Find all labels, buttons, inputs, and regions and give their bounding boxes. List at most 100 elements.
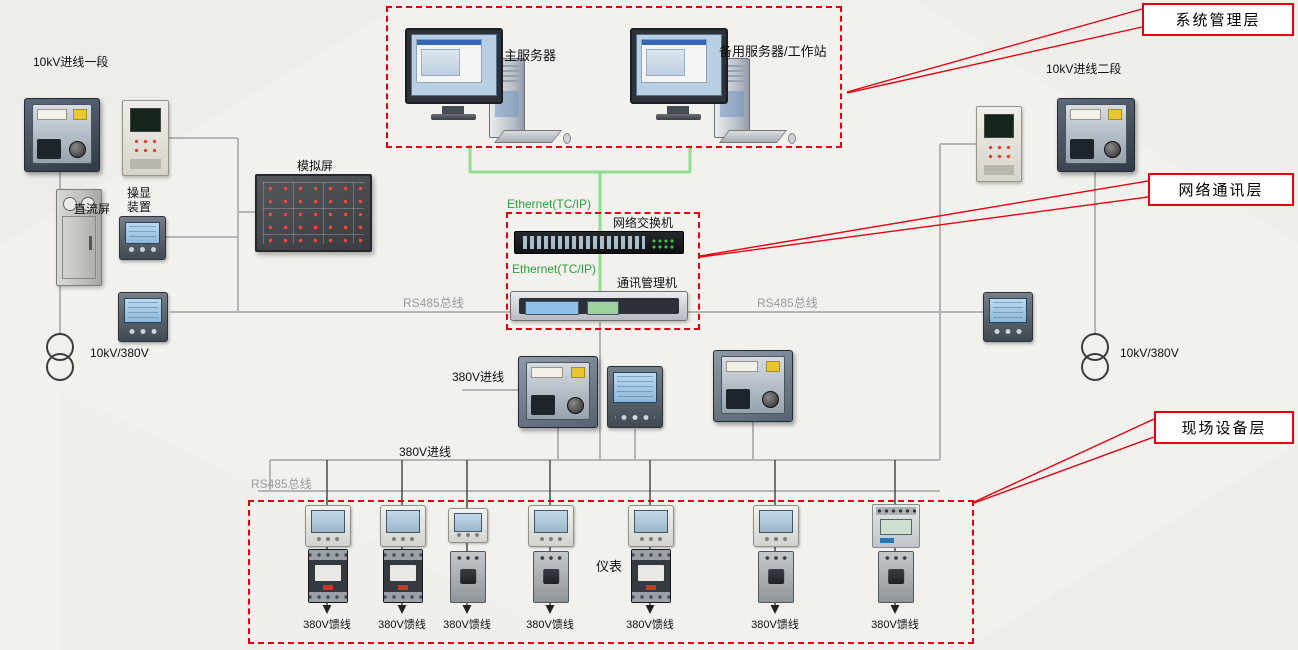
meter-screen	[534, 510, 568, 533]
contactor-icon	[631, 549, 671, 603]
power-meter-icon	[528, 505, 574, 547]
breaker-toggle	[543, 569, 559, 584]
feeder-column-1: 380V馈线	[299, 503, 355, 635]
breaker-knob	[762, 391, 779, 408]
meter-screen	[124, 298, 162, 324]
feeder-column-6: 380V馈线	[747, 503, 803, 635]
power-meter-center-icon	[607, 366, 663, 428]
meter-screen	[634, 510, 668, 533]
breaker-icon	[533, 551, 569, 603]
contactor-plate	[315, 565, 341, 581]
breaker-nameplate	[37, 109, 68, 120]
acb-breaker-lv2-icon	[713, 350, 793, 422]
breaker-rating-tag	[766, 361, 780, 372]
breaker-toggle	[888, 569, 904, 584]
mouse-icon	[563, 133, 571, 144]
cabinet-handle	[89, 235, 92, 250]
power-meter-right-icon	[983, 292, 1033, 342]
keyboard-icon	[493, 130, 563, 143]
meters-label: 仪表	[596, 559, 623, 574]
relay-leds	[986, 143, 1012, 163]
meter-buttons	[991, 328, 1025, 335]
feeder-label: 380V馈线	[378, 619, 426, 631]
breaker-toggle	[768, 569, 784, 584]
acb-breaker-lv1-icon	[518, 356, 598, 428]
rs485-left-label: RS485总线	[403, 296, 464, 310]
feeder-column-7: 380V馈线	[867, 503, 923, 635]
meter-buttons	[312, 536, 344, 542]
breaker-nameplate	[726, 361, 758, 372]
meter-screen	[125, 222, 160, 245]
rs485-right-label: RS485总线	[757, 296, 818, 310]
breaker-icon	[450, 551, 486, 603]
ethernet-lines	[468, 145, 692, 291]
relay-terminal-strip	[984, 165, 1014, 175]
network-switch-label: 网络交换机	[613, 216, 674, 230]
din-meter-icon	[872, 504, 920, 548]
relay-screen	[984, 114, 1014, 138]
transformer-left-label: 10kV/380V	[90, 346, 149, 360]
breaker-window	[531, 395, 555, 415]
keyboard-icon	[718, 130, 788, 143]
breaker-rating-tag	[73, 109, 87, 120]
meter-terminals	[876, 507, 916, 515]
rs485-bottom-label: RS485总线	[251, 477, 312, 491]
backup-server-label: 备用服务器/工作站	[719, 44, 827, 59]
meter-screen	[613, 372, 657, 403]
contactor-indicator	[646, 585, 656, 590]
display-device-icon	[119, 216, 166, 260]
feeder-label: 380V馈线	[526, 619, 574, 631]
meter-buttons	[535, 536, 567, 542]
gateway-screen	[525, 301, 579, 315]
acb-breaker-left-icon	[24, 98, 100, 172]
meter-screen	[311, 510, 345, 533]
monitor-base	[656, 114, 701, 120]
meter-buttons	[455, 532, 481, 538]
breaker-terminals	[538, 555, 564, 561]
main-server-workstation-icon	[405, 26, 573, 148]
switch-ports-row	[523, 236, 645, 243]
breaker-nameplate	[1070, 109, 1101, 120]
control-display-label: 操显装置	[127, 186, 152, 214]
power-meter-icon	[448, 508, 488, 543]
ethernet-mid-label: Ethernet(TC/IP)	[512, 262, 597, 276]
dc-panel-label: 直流屏	[74, 202, 111, 216]
screen-window	[641, 39, 707, 83]
transformer-symbols	[46, 333, 1109, 381]
transformer-right-label: 10kV/380V	[1120, 346, 1179, 360]
network-switch-icon	[514, 231, 684, 254]
feeder-label: 380V馈线	[626, 619, 674, 631]
incoming-line-2-label: 10kV进线二段	[1046, 62, 1122, 76]
acb-breaker-right-icon	[1057, 98, 1135, 172]
contactor-icon	[308, 549, 348, 603]
feeder-label: 380V馈线	[303, 619, 351, 631]
meter-buttons	[635, 536, 667, 542]
contactor-icon	[383, 549, 423, 603]
breaker-terminals	[763, 555, 789, 561]
comm-gateway-icon	[510, 291, 688, 321]
meter-accent	[880, 538, 894, 543]
incoming-380v-lower-label: 380V进线	[399, 445, 452, 459]
power-meter-left-icon	[118, 292, 168, 342]
ethernet-top-label: Ethernet(TC/IP)	[507, 197, 592, 211]
power-meter-icon	[753, 505, 799, 547]
incoming-line-1-label: 10kV进线一段	[33, 55, 109, 69]
breaker-terminals	[455, 555, 481, 561]
monitor-base	[431, 114, 476, 120]
callout-system-layer-text: 系统管理层	[1175, 12, 1261, 29]
meter-buttons	[615, 414, 655, 421]
callout-system-layer: 系统管理层	[1142, 3, 1294, 36]
feeder-column-2: 380V馈线	[374, 503, 430, 635]
breaker-nameplate	[531, 367, 563, 378]
meter-screen	[880, 519, 912, 535]
breaker-terminals	[883, 555, 909, 561]
feeder-column-4: 380V馈线	[522, 503, 578, 635]
main-server-label: 主服务器	[504, 48, 557, 63]
meter-screen	[386, 510, 420, 533]
relay-screen	[130, 108, 161, 132]
gateway-screen-2	[587, 301, 619, 315]
breaker-window	[37, 139, 61, 159]
meter-screen	[454, 513, 482, 533]
contactor-plate	[638, 565, 664, 581]
